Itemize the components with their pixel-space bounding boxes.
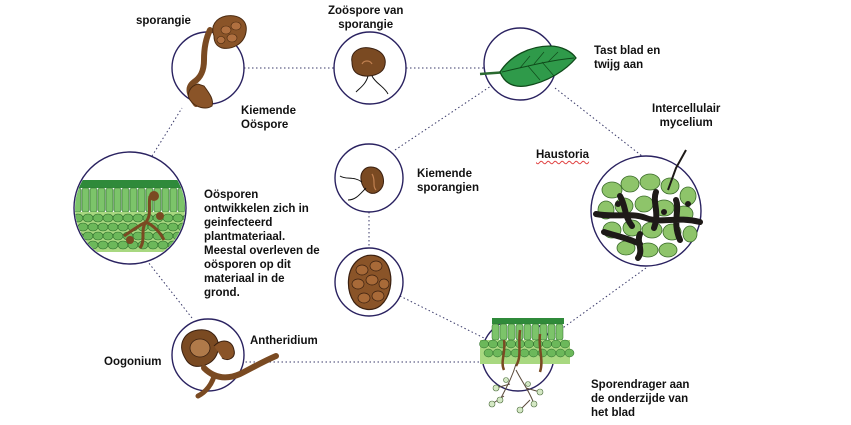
circle-zoospore — [333, 31, 407, 105]
connector-antheridium-tissue — [147, 261, 193, 319]
label-zoospore: Zoöspore van sporangie — [328, 5, 404, 31]
connector-tissue-sporangie — [151, 107, 183, 157]
label-sporendrager: Sporendrager aan de onderzijde van het b… — [591, 379, 690, 419]
connector-leaf-mycelium — [554, 87, 643, 157]
label-sporangie: sporangie — [136, 15, 191, 27]
label-oosporen-text: Oösporen ontwikkelen zich in geinfecteer… — [204, 189, 320, 299]
label-oogonium: Oogonium — [104, 356, 162, 368]
label-intercellulair: Intercellulair mycelium — [652, 103, 721, 129]
label-antheridium: Antheridium — [250, 335, 318, 347]
circle-mycelium — [590, 149, 703, 267]
connector-mycelium-sporendrager — [552, 267, 647, 336]
circle-kiemende-sporangium — [334, 143, 404, 213]
circle-sporendrager — [479, 318, 575, 414]
cycle-connectors — [147, 67, 647, 363]
circle-sporangie — [171, 15, 247, 109]
circle-sporangium — [334, 247, 404, 317]
label-tast-blad: Tast blad en twijg aan — [594, 45, 661, 71]
label-kiemende-sporangien: Kiemende sporangien — [417, 168, 479, 194]
circle-oospore-tissue — [73, 151, 187, 265]
label-haustoria: Haustoria — [536, 149, 590, 161]
connector-kiemende-leaf — [394, 83, 495, 151]
circle-leaf — [479, 27, 577, 101]
connector-sporangium-sporendrager — [399, 295, 489, 341]
label-kiemende-oospore: Kiemende Oöspore — [241, 105, 296, 131]
circle-oogonium — [171, 318, 279, 399]
